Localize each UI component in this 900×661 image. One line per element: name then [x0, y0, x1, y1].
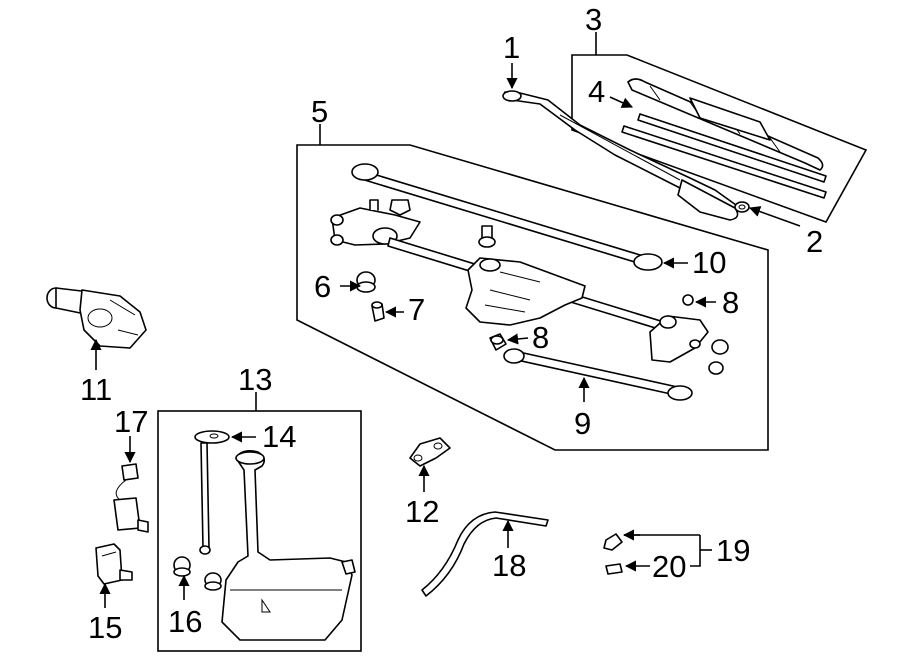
wiper-blade: [627, 78, 824, 171]
blade-insert: [621, 113, 827, 199]
leader-lines: [90, 32, 801, 608]
callout-8-upper: 8: [722, 285, 739, 320]
callout-16: 16: [168, 604, 202, 639]
washer-reservoir: [221, 450, 356, 641]
callout-17: 17: [114, 404, 148, 439]
callout-6: 6: [314, 269, 331, 304]
callout-12: 12: [405, 494, 439, 529]
callout-11: 11: [80, 372, 112, 407]
callout-10: 10: [692, 245, 726, 280]
wiper-arm: [502, 90, 739, 221]
callout-9: 9: [574, 406, 591, 441]
callout-13: 13: [238, 362, 272, 397]
callout-18: 18: [492, 548, 526, 583]
reservoir-box: [157, 410, 362, 652]
callout-3: 3: [585, 2, 602, 37]
blade-kit-box: [571, 54, 868, 223]
mount-bracket: [409, 437, 451, 467]
callout-2: 2: [806, 224, 823, 259]
bushing: [371, 301, 385, 322]
washer-hose: [421, 511, 549, 597]
callout-19: 19: [716, 533, 750, 568]
callout-20: 20: [652, 549, 686, 584]
washer-pump-rear: [113, 463, 149, 533]
linkage-assembly-box: [296, 144, 769, 451]
callout-5: 5: [311, 94, 328, 129]
callout-14: 14: [262, 419, 296, 454]
grommet: [356, 271, 376, 293]
level-sensor: [194, 430, 230, 555]
callout-1: 1: [503, 30, 520, 65]
pump-grommets: [173, 556, 222, 591]
callout-8-lower: 8: [532, 320, 549, 355]
washer-nozzle: [603, 533, 623, 551]
wiper-motor: [46, 287, 147, 349]
callout-15: 15: [88, 610, 122, 645]
pivot-grommet: [489, 333, 507, 351]
wiper-linkage: [330, 163, 729, 375]
arm-nut: [734, 201, 750, 213]
callout-4: 4: [588, 74, 605, 109]
link-rod: [503, 348, 693, 401]
washer-pump-front: [95, 543, 133, 585]
callout-7: 7: [408, 292, 425, 327]
nozzle-clip: [605, 563, 623, 575]
